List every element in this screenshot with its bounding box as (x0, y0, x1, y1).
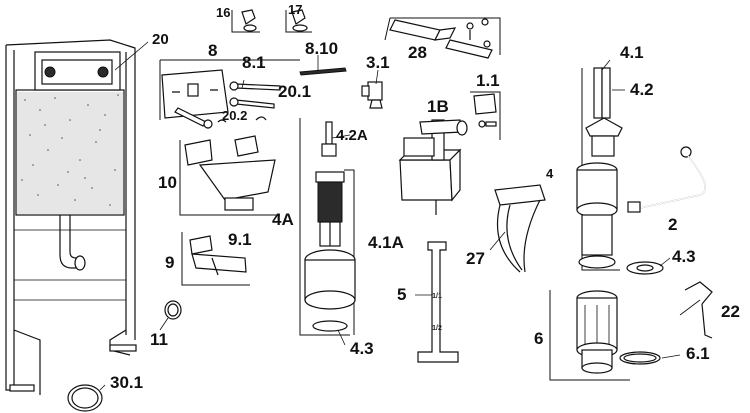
rod-8-10 (299, 67, 347, 76)
actuator-10 (179, 135, 280, 216)
label-3-1: 3.1 (366, 53, 390, 72)
label-1-1: 1.1 (476, 71, 500, 90)
label-6-1: 6.1 (686, 344, 710, 363)
label-9-1: 9.1 (228, 230, 252, 249)
cistern-frame (5, 39, 137, 395)
label-27: 27 (466, 249, 485, 268)
clip-17 (285, 9, 312, 33)
small-parts-1-1 (470, 91, 501, 140)
part-labels: 20 16 17 28 8 8.1 8.10 20.1 20.2 3.1 1.1… (110, 2, 740, 392)
label-6: 6 (534, 329, 543, 348)
label-4-2: 4.2 (630, 80, 654, 99)
label-8-1: 8.1 (242, 53, 266, 72)
label-20-1: 20.1 (278, 82, 311, 101)
label-28: 28 (408, 43, 427, 62)
part-4-2a (321, 121, 337, 157)
ring-11 (164, 300, 182, 320)
lever-9 (181, 232, 250, 286)
label-11: 11 (150, 330, 168, 349)
seal-4-3-right (626, 261, 664, 275)
label-4-1: 4.1 (620, 43, 644, 62)
label-9: 9 (165, 253, 174, 272)
label-22: 22 (721, 302, 740, 321)
label-2: 2 (668, 215, 677, 234)
label-1b: 1B (427, 97, 449, 116)
label-4-3-right: 4.3 (672, 247, 696, 266)
label-8: 8 (208, 41, 217, 60)
cage-6 (549, 290, 630, 381)
rod-mark-2: 1/2 (432, 325, 442, 332)
flush-valve-4 (576, 67, 623, 271)
flush-valve-4a (299, 118, 356, 336)
label-4-2a: 4.2A (336, 127, 368, 144)
angle-valve (361, 81, 383, 109)
rod-5: 1/1 1/2 (417, 241, 459, 363)
leader-lines (99, 41, 701, 391)
key-22 (684, 281, 713, 339)
fill-valve (398, 119, 468, 215)
label-20-2: 20.2 (222, 108, 247, 123)
label-4-1a: 4.1A (368, 233, 404, 252)
label-4a: 4A (272, 210, 294, 229)
label-10: 10 (158, 173, 177, 192)
clip-16 (231, 9, 260, 33)
hose-2 (627, 146, 706, 213)
frame-plate (159, 59, 300, 120)
label-20: 20 (152, 31, 169, 48)
bolts (174, 81, 281, 129)
seal-6-1 (619, 351, 661, 365)
label-30-1: 30.1 (110, 373, 143, 392)
label-16: 16 (216, 5, 230, 20)
label-4: 4 (546, 166, 554, 181)
label-4-3-left: 4.3 (350, 339, 374, 358)
bracket-set (384, 17, 501, 59)
label-8-10: 8.10 (305, 39, 338, 58)
ring-30-1 (67, 384, 103, 412)
flush-bracket-27 (494, 184, 546, 273)
label-17: 17 (288, 2, 302, 17)
rod-mark-1: 1/1 (432, 293, 442, 300)
insulation-texture (21, 94, 119, 206)
label-5: 5 (397, 285, 406, 304)
